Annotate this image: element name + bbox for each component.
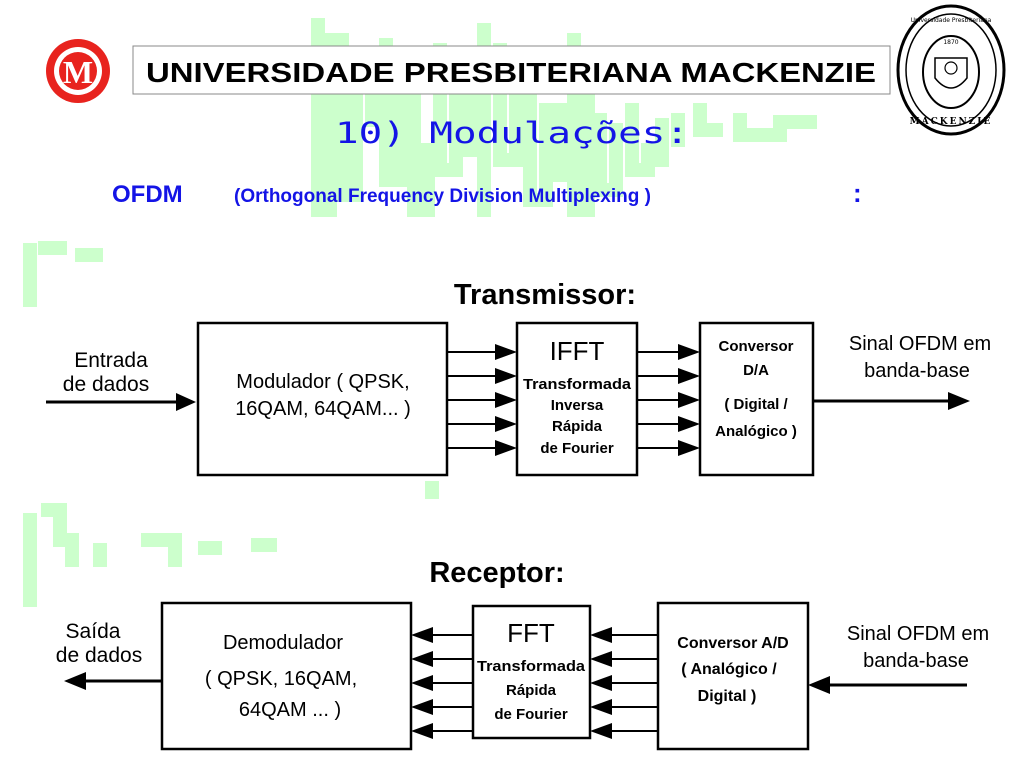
rx-parallel-arrows-1 [411,627,473,739]
slide-subtitle: OFDM (Orthogonal Frequency Division Mult… [112,178,862,208]
receiver-heading: Receptor: [429,557,564,589]
rx-input-arrowhead [808,676,830,694]
transmitter-heading: Transmissor: [454,279,636,311]
rx-output-label-2: de dados [56,644,142,667]
fft-line-1: Transformada [477,658,586,675]
tx-output-label-1: Sinal OFDM em [849,333,991,355]
fft-title: FFT [507,618,555,648]
ifft-block [515,321,639,477]
transmitter-diagram: Transmissor: Entrada de dados Modulador … [46,279,991,477]
fft-line-2: Rápida [506,682,557,699]
university-name: UNIVERSIDADE PRESBITERIANA MACKENZIE [146,57,876,88]
demodulator-line-3: 64QAM ... ) [239,699,341,721]
modulator-line-1: Modulador ( QPSK, [236,371,409,393]
rx-input-label-2: banda-base [863,650,969,672]
da-converter-line-3: ( Digital / [724,396,788,413]
fft-line-3: de Fourier [494,706,568,723]
demodulator-block [160,601,413,751]
da-converter-line-2: D/A [743,362,769,379]
ifft-line-4: de Fourier [540,440,614,457]
da-converter-line-1: Conversor [718,338,793,355]
rx-output-label-1: Saída [66,620,121,643]
slide-title: 10) Modulações: [335,116,689,150]
ifft-line-3: Rápida [552,418,603,435]
seal-year: 1870 [943,39,958,46]
ad-converter-line-1: Conversor A/D [677,635,788,652]
tx-input-label-2: de dados [63,373,149,396]
mackenzie-logo: M [46,39,110,103]
background-waveform [23,18,817,607]
demodulator-line-2: ( QPSK, 16QAM, [205,668,357,690]
subtitle-colon: : [853,178,862,208]
fft-block [471,604,592,740]
subtitle-ofdm: OFDM [112,181,183,208]
tx-parallel-arrows-2 [637,344,700,456]
ifft-line-1: Transformada [523,376,632,393]
ad-converter-line-3: Digital ) [698,688,757,705]
university-banner [132,45,891,95]
rx-input-label-1: Sinal OFDM em [847,623,989,645]
tx-input-arrowhead [176,393,196,411]
demodulator-line-1: Demodulador [223,632,343,654]
da-converter-block [698,321,815,477]
seal-text-bottom: MACKENZIE [910,117,993,127]
receiver-diagram: Receptor: Saída de dados Demodulador ( Q… [56,557,989,751]
ad-converter-block [656,601,810,751]
tx-parallel-arrows-1 [447,344,517,456]
modulator-line-2: 16QAM, 64QAM... ) [235,398,411,420]
seal-text-top: Universidade Presbiteriana [911,17,992,24]
rx-parallel-arrows-2 [590,627,658,739]
ad-converter-line-2: ( Analógico / [681,661,777,678]
ifft-title: IFFT [550,336,605,366]
tx-input-label-1: Entrada [74,349,148,372]
logo-letter: M [63,54,93,90]
da-converter-line-4: Analógico ) [715,423,797,440]
rx-output-arrowhead [64,672,86,690]
university-seal: Universidade Presbiteriana 1870 MACKENZI… [896,4,1006,136]
tx-output-label-2: banda-base [864,360,970,382]
subtitle-expansion: (Orthogonal Frequency Division Multiplex… [234,186,651,207]
tx-output-arrowhead [948,392,970,410]
ifft-line-2: Inversa [551,397,604,414]
